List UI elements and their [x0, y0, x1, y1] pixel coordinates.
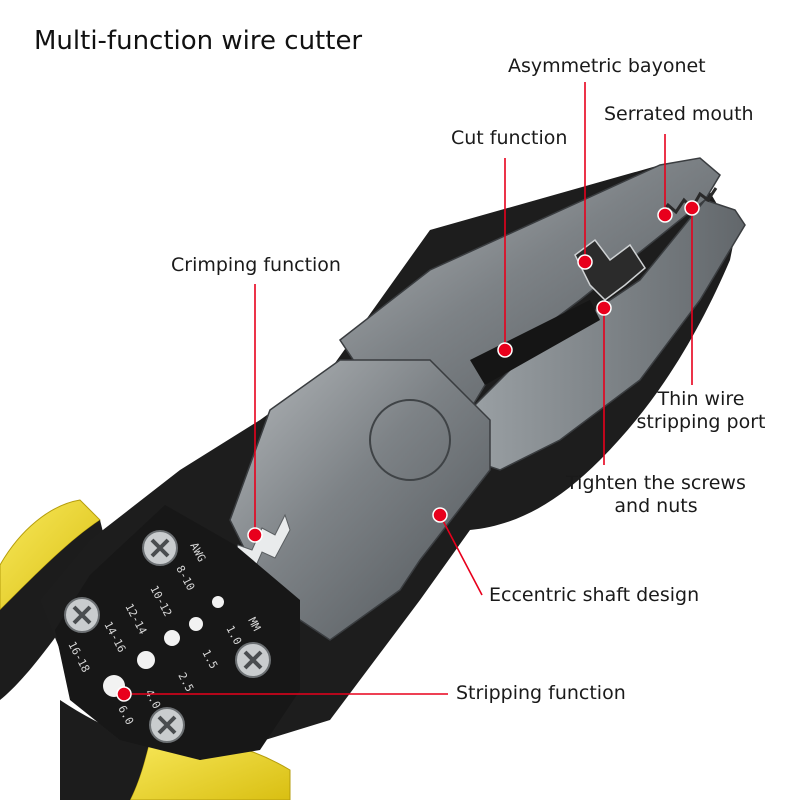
label-tighten-screws-nuts: Tighten the screws and nuts: [565, 472, 747, 518]
label-serrated-mouth: Serrated mouth: [604, 103, 754, 125]
screw-left: [64, 597, 100, 633]
strip-hole-4: [137, 651, 155, 669]
label-eccentric-shaft-design: Eccentric shaft design: [489, 584, 700, 606]
marker-bayonet: [577, 254, 593, 270]
marker-crimp: [247, 527, 263, 543]
label-thin-wire-stripping-port: Thin wire stripping port: [632, 388, 770, 434]
marker-eccentric: [432, 507, 448, 523]
bayonet-notch: [574, 238, 646, 301]
screw-bottom: [149, 707, 185, 743]
markers: [116, 200, 700, 702]
leader-eccentric: [439, 514, 483, 596]
label-asymmetric-bayonet: Asymmetric bayonet: [508, 55, 706, 77]
strip-hole-1: [212, 596, 224, 608]
pivot-circle: [369, 399, 451, 481]
scale-mm-head: MM: [245, 615, 263, 633]
label-tighten-line2: and nuts: [614, 495, 698, 517]
label-thin-wire-line2: stripping port: [636, 411, 766, 433]
marker-stripping: [116, 686, 132, 702]
label-tighten-line1: Tighten the screws: [566, 472, 746, 494]
marker-tighten: [596, 300, 612, 316]
label-cut-function: Cut function: [451, 127, 568, 149]
marker-serrated: [657, 207, 673, 223]
label-thin-wire-line1: Thin wire: [657, 388, 745, 410]
label-crimping-function: Crimping function: [171, 254, 341, 276]
lower-jaw: [469, 199, 746, 471]
bottom-handle-rubber: [60, 700, 150, 800]
cut-slot: [470, 300, 600, 385]
screw-right: [235, 642, 271, 678]
label-stripping-function: Stripping function: [456, 682, 626, 704]
screw-top: [142, 530, 178, 566]
strip-hole-2: [189, 617, 203, 631]
marker-thin-wire: [684, 200, 700, 216]
diagram-title: Multi-function wire cutter: [34, 26, 363, 56]
leader-lines: [124, 82, 693, 695]
strip-hole-3: [164, 630, 180, 646]
marker-cut: [497, 342, 513, 358]
